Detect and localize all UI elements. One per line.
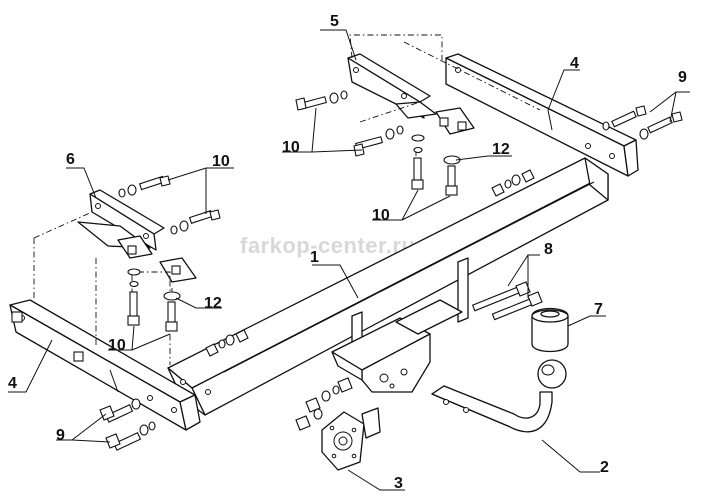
alignment-lines [33,34,541,365]
callout-10-vertical-right: 10 [372,207,390,224]
callout-6: 6 [66,151,75,168]
main-crossbar [167,157,609,416]
fastener-set-right-9 [602,105,683,140]
tow-ball-cap [531,307,569,353]
socket-mounting-plate [321,407,381,471]
fastener-set-left-bottom [127,268,181,332]
watermark-text: farkop-center.ru [240,233,416,258]
callout-12-lower: 12 [204,295,222,312]
callout-10-upper-left: 10 [212,153,230,170]
fastener-set-left-9 [99,398,156,451]
side-bracket-right [445,53,639,177]
callout-7: 7 [594,301,603,318]
callout-labels: 1 2 3 4 4 5 6 7 8 9 9 10 10 10 10 12 12 [8,13,687,492]
callout-2: 2 [600,459,609,476]
leader-lines [8,29,690,491]
callout-8: 8 [544,241,553,258]
socket-plate-nuts [295,377,353,431]
ball-mount-bolts [471,281,543,321]
callout-9-right: 9 [678,69,687,86]
clamp-plate-upper [347,53,475,135]
callout-9-left: 9 [56,427,65,444]
side-bracket-left [9,299,201,431]
tow-ball-neck [431,359,567,433]
callout-1: 1 [310,249,319,266]
fastener-set-upper-vertical [411,134,461,196]
callout-12-upper: 12 [492,141,510,158]
callout-4-right: 4 [570,55,579,72]
fastener-set-left-top [118,175,221,235]
clamp-plate-left [77,189,197,283]
callout-10-vertical-left: 10 [108,337,126,354]
callout-4-left: 4 [8,375,17,392]
callout-5: 5 [330,13,339,30]
fastener-set-crossbar-left [205,329,249,357]
callout-3: 3 [394,475,403,492]
callout-10-upper-center: 10 [282,139,300,156]
fastener-set-crossbar-right [491,169,535,197]
fastener-set-upper-center [295,90,404,157]
